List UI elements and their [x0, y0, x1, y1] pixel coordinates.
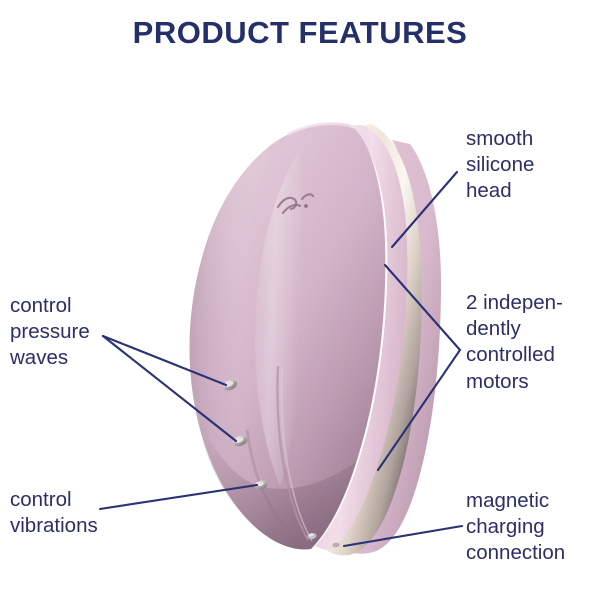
callout-two-independently-controlled-motors: 2 indepen- dently controlled motors: [466, 291, 563, 393]
callout-magnetic-charging-connection: magnetic charging connection: [466, 489, 566, 565]
brand-logo-icon: [276, 193, 315, 215]
product-seam-crease-highlight: [280, 367, 313, 542]
product-left-shading: [189, 149, 311, 550]
magnetic-charging-contacts: [307, 532, 340, 548]
product-base-shading: [196, 410, 356, 550]
page-title: PRODUCT FEATURES: [132, 15, 468, 50]
product-highlight: [255, 150, 304, 486]
callout-control-vibrations: control vibrations: [10, 488, 98, 538]
product-top-highlight: [287, 122, 362, 136]
callout-smooth-silicone-head: smooth silicone head: [466, 127, 535, 203]
product-seam-crease: [276, 365, 309, 541]
callout-control-pressure-waves: control pressure waves: [10, 294, 90, 370]
